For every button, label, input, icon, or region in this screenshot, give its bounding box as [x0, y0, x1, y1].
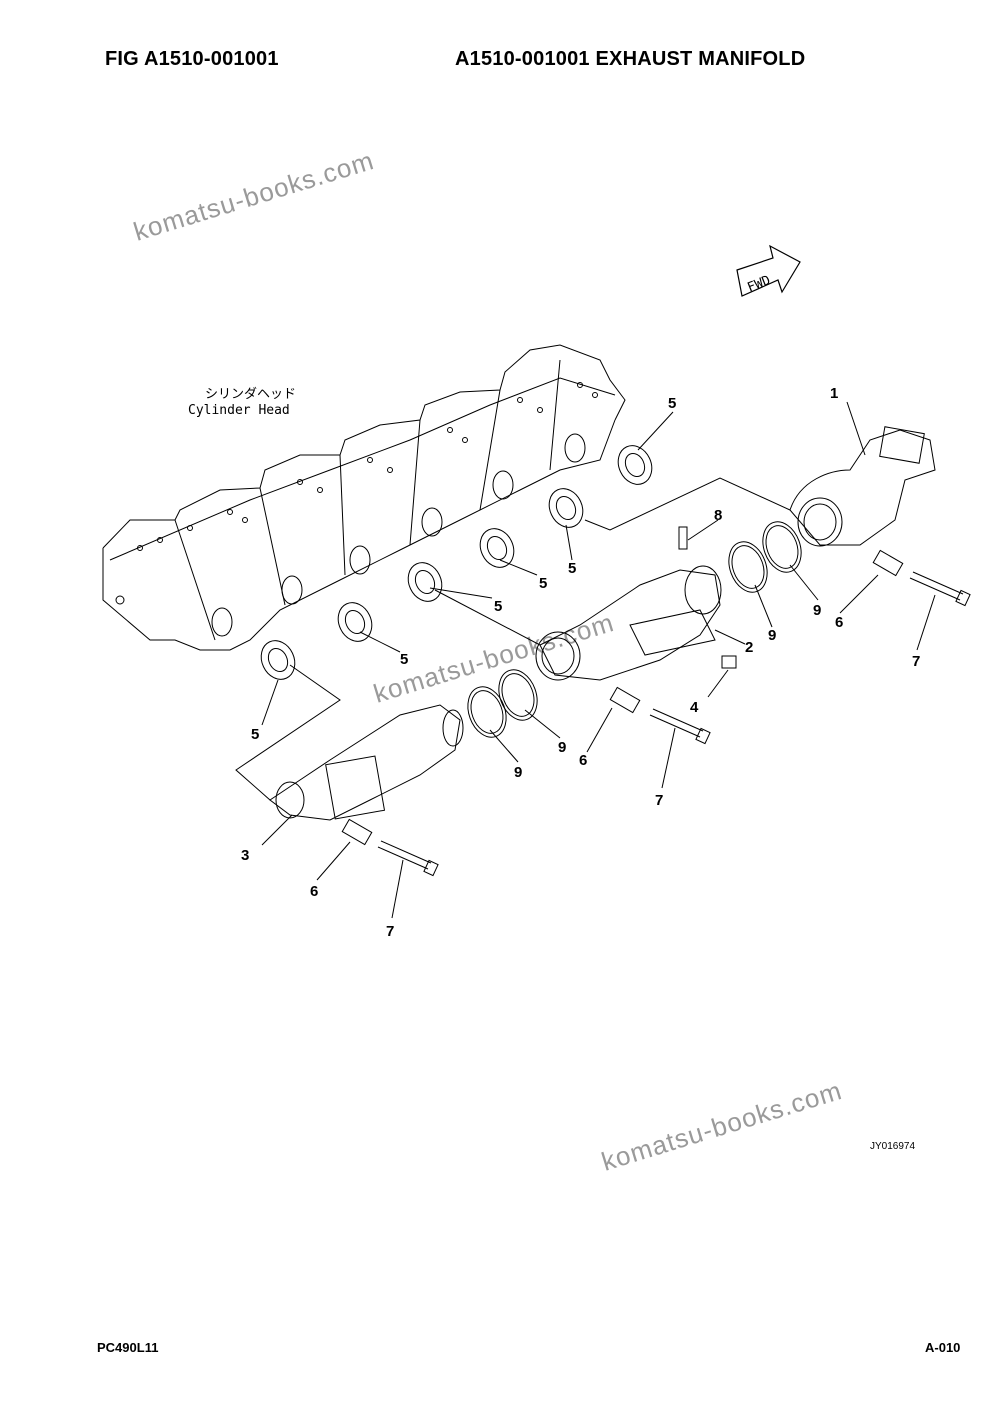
callout-1: 1: [830, 385, 838, 402]
callout-6: 6: [310, 883, 318, 900]
cylinder-head-block: [102, 344, 626, 651]
routing-lines: [235, 477, 791, 801]
cylinder-head-label-en: Cylinder Head: [188, 403, 290, 418]
exhaust-manifold-center: [535, 565, 722, 681]
callout-numbers: 1 2 3 4 5 5 5 5 5 5 6 6 6 7 7 7 8 9 9 9 …: [241, 385, 920, 940]
figure-number: FIG A1510-001001: [105, 48, 279, 70]
exhaust-manifold-rear: [789, 426, 936, 547]
drawing-code: JY016974: [870, 1141, 916, 1152]
callout-4: 4: [690, 699, 699, 716]
footer-model: PC490L11: [97, 1340, 159, 1355]
callout-5: 5: [668, 395, 676, 412]
bolt-group: [377, 571, 971, 877]
callout-9: 9: [813, 602, 821, 619]
callout-5: 5: [494, 598, 502, 615]
spacer-group: [341, 549, 904, 846]
seal-ring-group: [467, 521, 802, 738]
callout-3: 3: [241, 847, 249, 864]
callout-9: 9: [768, 627, 776, 644]
callout-5: 5: [568, 560, 576, 577]
callout-9: 9: [514, 764, 522, 781]
callout-6: 6: [579, 752, 587, 769]
callout-6: 6: [835, 614, 843, 631]
callout-5: 5: [400, 651, 408, 668]
leader-lines: [261, 401, 936, 919]
gasket-group: [260, 445, 653, 680]
callout-7: 7: [386, 923, 394, 940]
callout-5: 5: [539, 575, 547, 592]
figure-title: A1510-001001 EXHAUST MANIFOLD: [455, 48, 806, 70]
plug-icon: [678, 526, 688, 550]
callout-5: 5: [251, 726, 259, 743]
callout-7: 7: [912, 653, 920, 670]
callout-7: 7: [655, 792, 663, 809]
callout-9: 9: [558, 739, 566, 756]
bolt-4-icon: [721, 655, 737, 669]
fwd-arrow-icon: FWD: [736, 244, 801, 297]
callout-2: 2: [745, 639, 753, 656]
callout-8: 8: [714, 507, 722, 524]
footer-page-number: A-010: [925, 1340, 961, 1355]
cylinder-head-label-jp: シリンダヘッド: [205, 387, 296, 402]
fwd-label: FWD: [745, 273, 773, 296]
exhaust-manifold-front: [269, 704, 464, 821]
